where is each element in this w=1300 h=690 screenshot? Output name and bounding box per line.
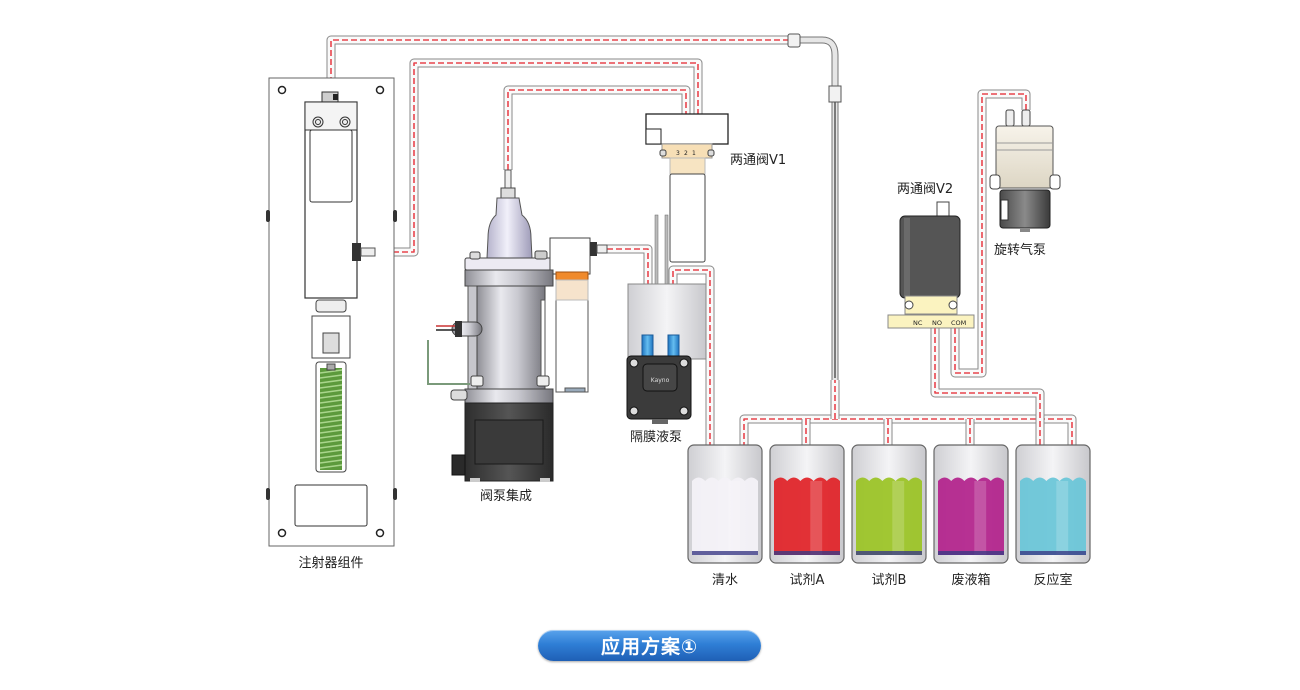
- green-lead-screw: [319, 368, 343, 470]
- screw-hole: [375, 528, 385, 538]
- liquid: [856, 477, 922, 555]
- metal-needle: [800, 36, 839, 380]
- container-label: 废液箱: [951, 572, 990, 588]
- container-4: 反应室: [1015, 444, 1091, 588]
- two-way-valve-v2: 两通阀V2 NC NO COM: [887, 182, 975, 329]
- valve-v1-label: 两通阀V1: [730, 153, 786, 168]
- valve-pump-label: 阀泵集成: [480, 488, 532, 504]
- sediment: [1020, 551, 1086, 555]
- valve-v2-label: 两通阀V2: [897, 182, 953, 197]
- screw-body: [320, 368, 342, 470]
- two-way-valve-v1: 3 2 1 两通阀V1: [645, 113, 786, 263]
- air-pump-label: 旋转气泵: [994, 242, 1046, 258]
- container-label: 反应室: [1033, 572, 1072, 588]
- syringe-assembly: 注射器组件: [266, 77, 397, 571]
- screw-hole: [277, 85, 287, 95]
- container-0: 清水: [687, 444, 763, 588]
- container-label: 试剂B: [872, 573, 907, 588]
- liquid: [1020, 477, 1086, 555]
- container-2: 试剂B: [851, 444, 927, 588]
- application-plan-button[interactable]: 应用方案①: [538, 630, 761, 661]
- sediment: [774, 551, 840, 555]
- container-3: 废液箱: [933, 444, 1009, 588]
- screw-hole: [277, 528, 287, 538]
- tube-syringe-side-to-v1: [375, 58, 703, 257]
- probe-needle: [787, 33, 842, 103]
- container-label: 试剂A: [790, 573, 825, 588]
- sediment: [938, 551, 1004, 555]
- containers: 清水 试剂A 试剂B 废液箱 反应室: [687, 444, 1091, 588]
- valve-pump-integration: 阀泵集成: [427, 169, 608, 504]
- liquid: [692, 477, 758, 555]
- tube-v2-com-to-airpump: [950, 89, 1031, 378]
- sediment: [692, 551, 758, 555]
- v2-port-nc: NC: [913, 319, 923, 327]
- rotary-air-pump: 旋转气泵: [989, 109, 1061, 258]
- tube-v2-no-to-reaction: [930, 328, 1045, 475]
- label-plate: [294, 484, 368, 527]
- v1-port-3: 3: [676, 150, 680, 157]
- v2-port-no: NO: [932, 319, 942, 327]
- container-label: 清水: [712, 573, 738, 588]
- screw-hole: [375, 85, 385, 95]
- diaphragm-pump-label: 隔膜液泵: [630, 430, 682, 445]
- diaphragm-pump: Kayno 隔膜液泵: [626, 214, 707, 445]
- v1-port-2: 2: [684, 150, 688, 157]
- tube-syringe-to-needle: [326, 35, 788, 92]
- tube-valvepump-to-v1: [503, 85, 691, 170]
- liquid: [938, 477, 1004, 555]
- v1-port-1: 1: [692, 150, 696, 157]
- sediment: [856, 551, 922, 555]
- v2-port-com: COM: [951, 319, 966, 327]
- syringe-assembly-label: 注射器组件: [298, 555, 363, 571]
- container-1: 试剂A: [769, 444, 845, 588]
- pump-brand-mark: Kayno: [651, 377, 670, 384]
- liquid: [774, 477, 840, 555]
